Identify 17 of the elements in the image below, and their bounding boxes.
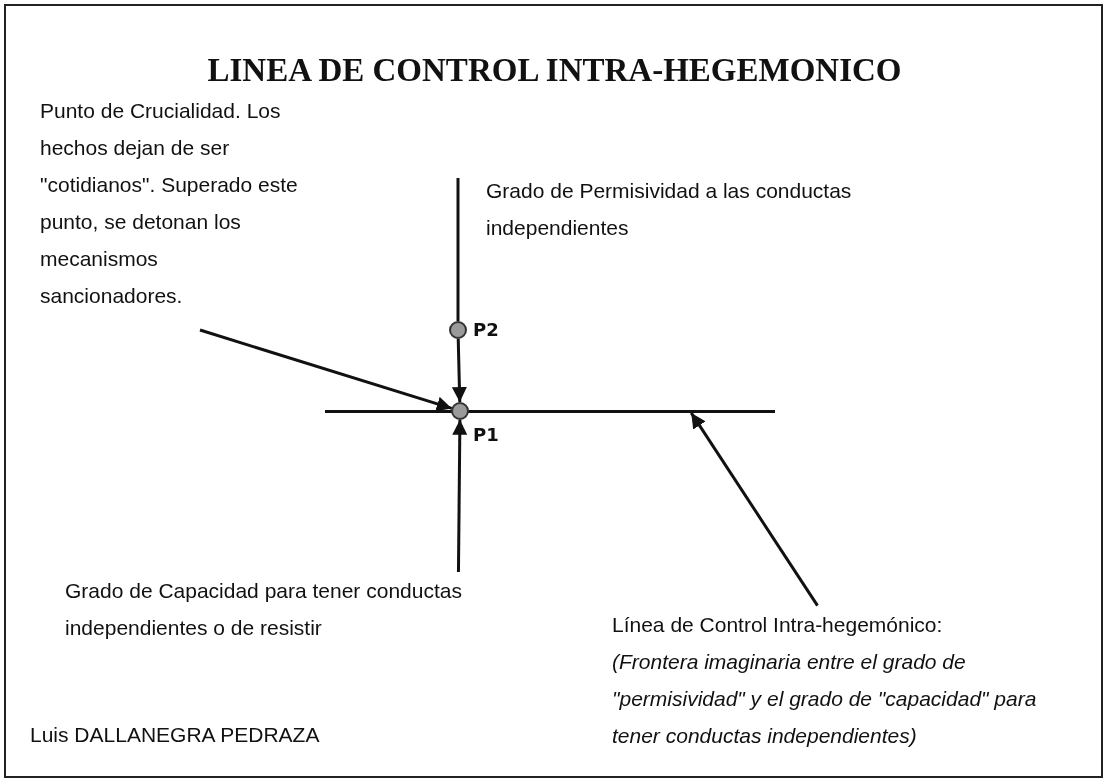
control-line (325, 410, 775, 413)
annotation-text: (Frontera imaginaria entre el grado de "permisividad" y el grado de "capacidad" para tener conductas independientes) (612, 649, 1038, 749)
axis-label: Grado de Capacidad para tener conductas independientes o de resistir (65, 572, 495, 646)
point-label: P1 (473, 424, 499, 446)
line (456, 178, 460, 322)
point-marker (449, 321, 467, 339)
title-heading: LINEA DE CONTROL INTRA-HEGEMONICO (206, 52, 903, 89)
arrow (452, 419, 468, 572)
point-label: P2 (473, 319, 499, 341)
axis-label: Grado de Permisividad a las conductas independientes (486, 178, 853, 241)
author-credit: Luis DALLANEGRA PEDRAZA (30, 722, 321, 748)
leader-arrow (690, 412, 819, 607)
leader-arrow (199, 328, 453, 412)
annotation-text: Punto de Crucialidad. Los hechos dejan de ser "cotidianos". Superado este punto, se detonan los mecanismos sancionadores. (40, 92, 305, 314)
arrow (451, 339, 467, 403)
annotation-heading: Línea de Control Intra-hegemónico: (612, 612, 944, 638)
point-marker (451, 402, 469, 420)
